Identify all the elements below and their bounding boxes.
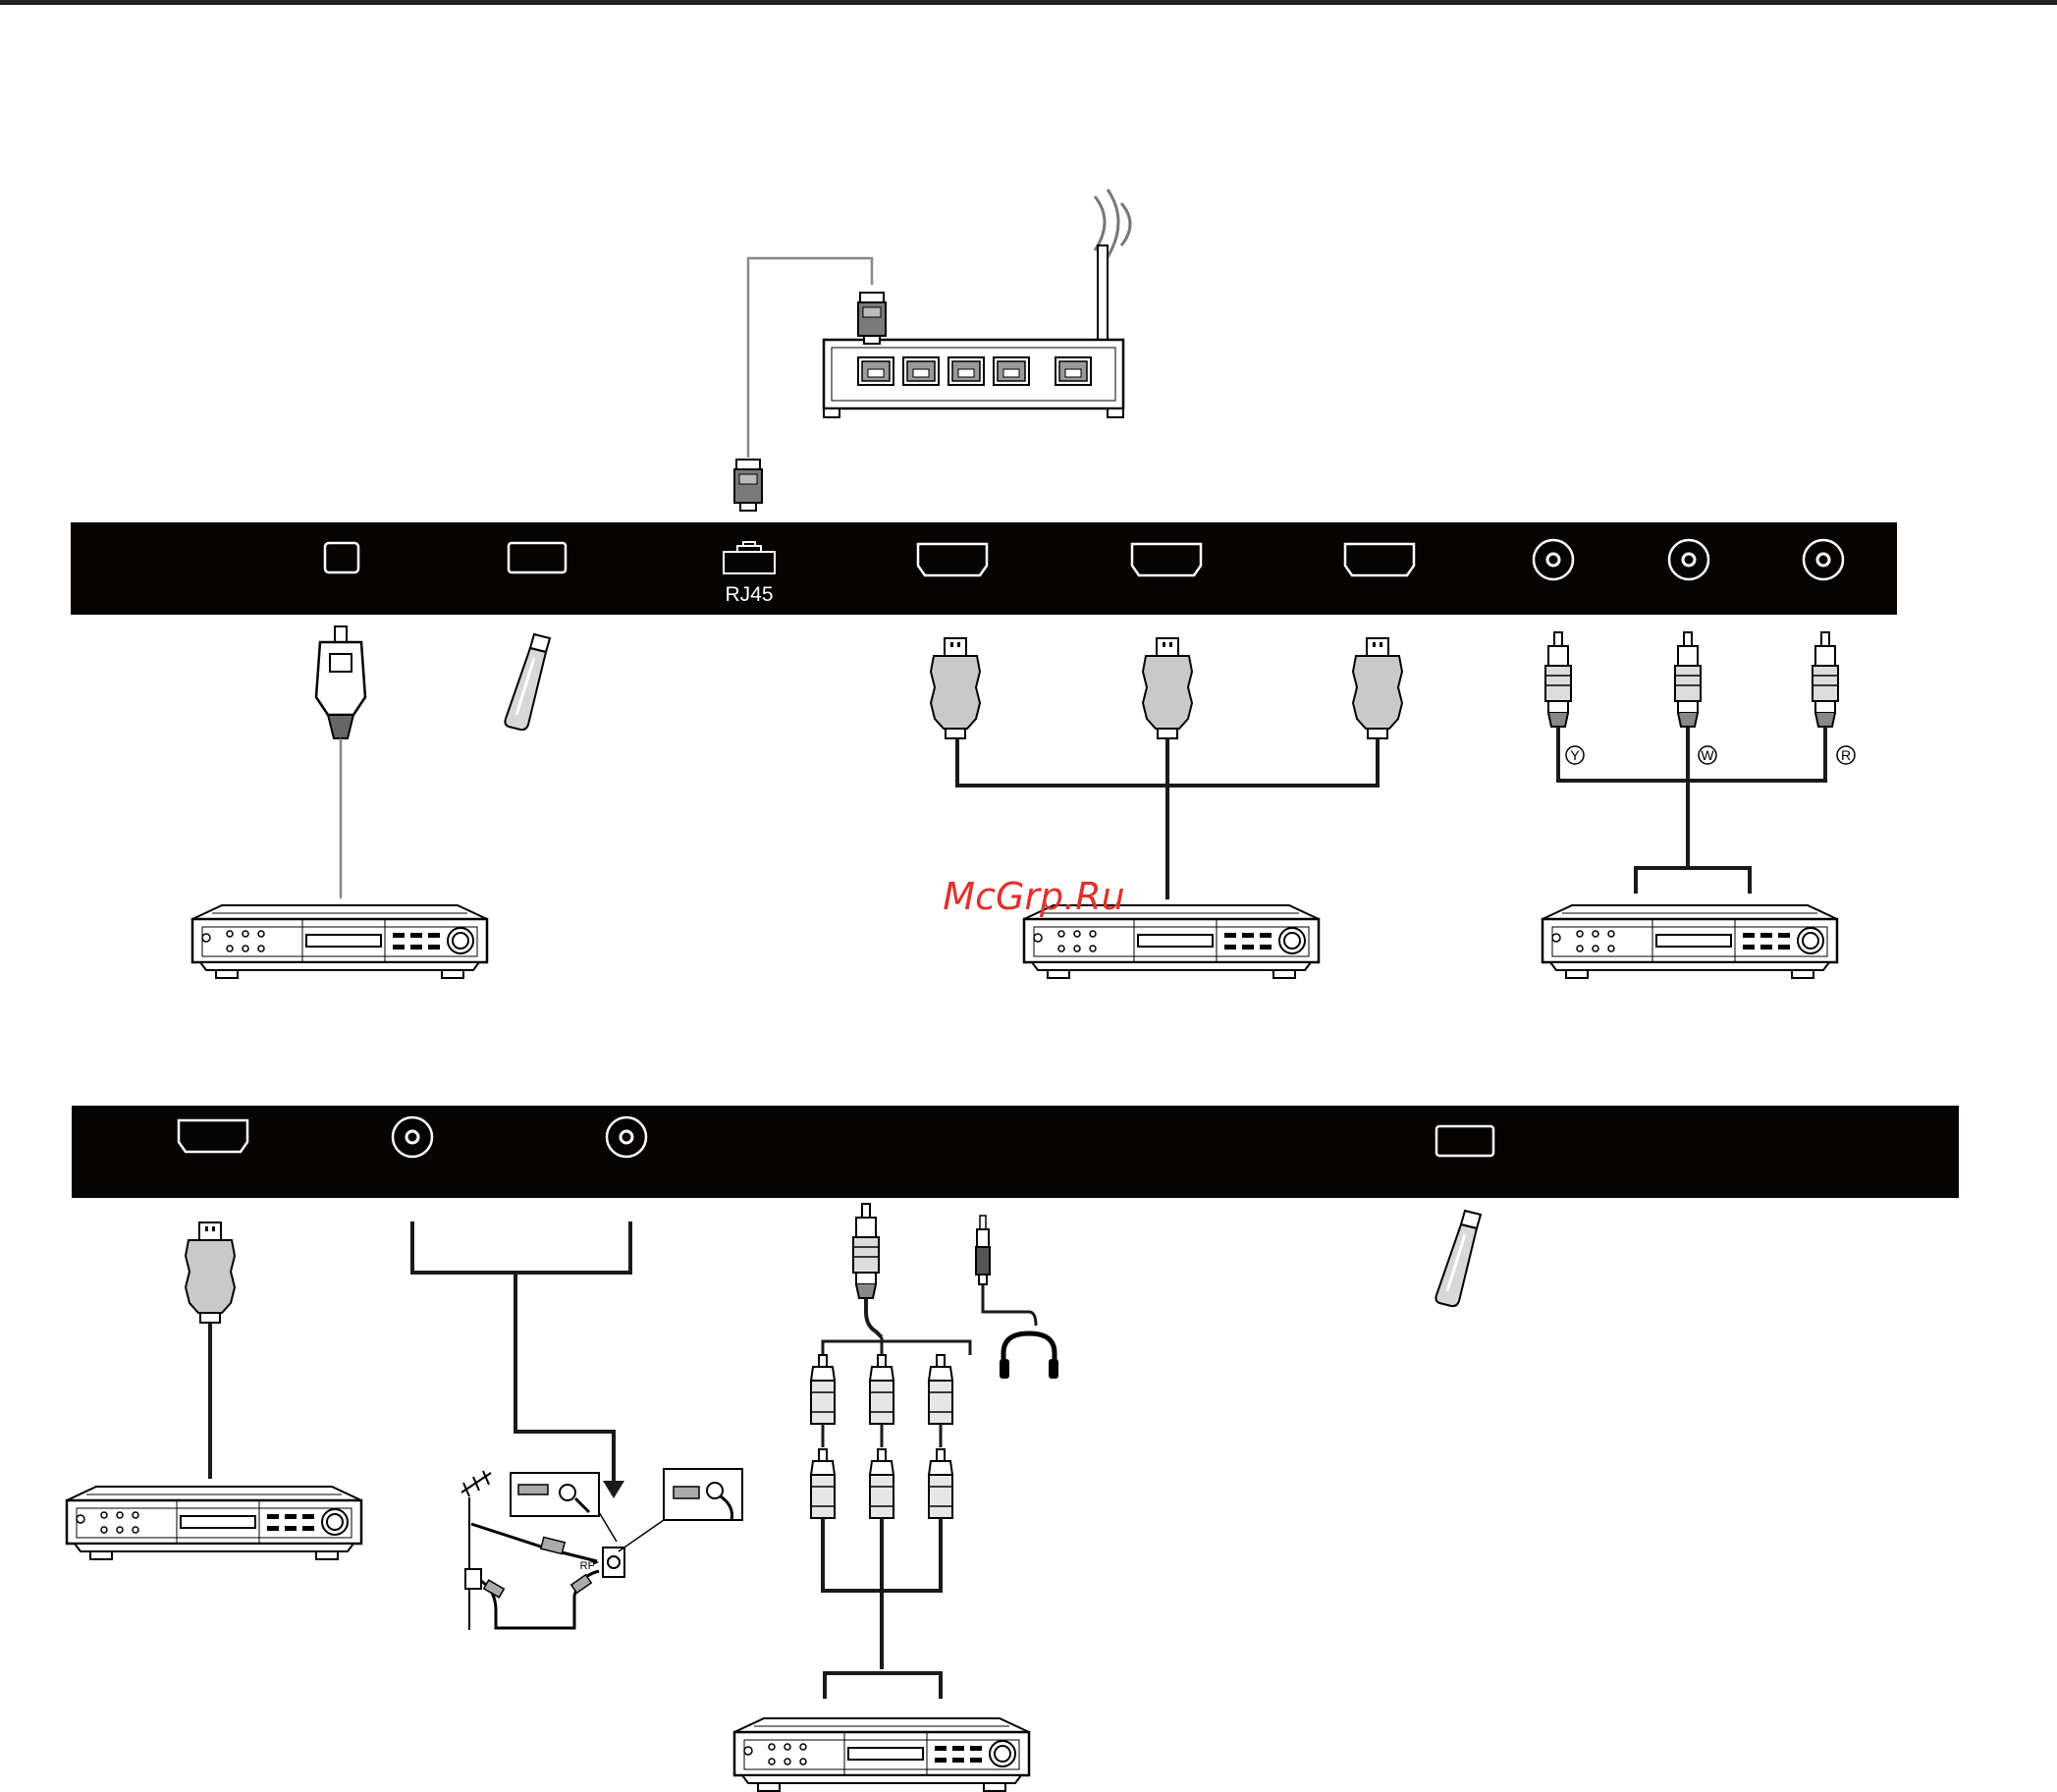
- svg-text:W: W: [1701, 747, 1714, 763]
- av-in-receiver: [1543, 905, 1837, 978]
- usb-stick-side: [1435, 1211, 1481, 1306]
- av-in-cables: [1545, 632, 1838, 894]
- headphone-cable: [976, 1216, 1036, 1326]
- av-adapter-receiver: [734, 1718, 1029, 1791]
- usb-stick-top: [505, 634, 550, 730]
- watermark: McGrp.Ru: [943, 875, 1124, 918]
- svg-text:R: R: [1841, 747, 1851, 763]
- optical-receiver: [192, 905, 487, 978]
- antenna-connection: RF: [412, 1222, 742, 1630]
- rca-marker-yellow: Y: [1566, 746, 1584, 764]
- rj45-label: RJ45: [725, 583, 773, 606]
- hdmi-side-cable: [186, 1222, 235, 1479]
- optical-cable: [316, 626, 365, 898]
- rca-marker-white: W: [1699, 746, 1716, 764]
- top-rule: [0, 0, 2057, 5]
- rear-panel-side: [72, 1106, 1959, 1198]
- svg-text:Y: Y: [1570, 747, 1580, 763]
- headphones-icon: [1000, 1333, 1058, 1379]
- av-adapter-cable: [811, 1204, 970, 1699]
- hdmi-side-receiver: [67, 1487, 361, 1559]
- rf-label: RF: [580, 1560, 595, 1572]
- rca-marker-red: R: [1837, 746, 1855, 764]
- hdmi-cables: [931, 638, 1402, 899]
